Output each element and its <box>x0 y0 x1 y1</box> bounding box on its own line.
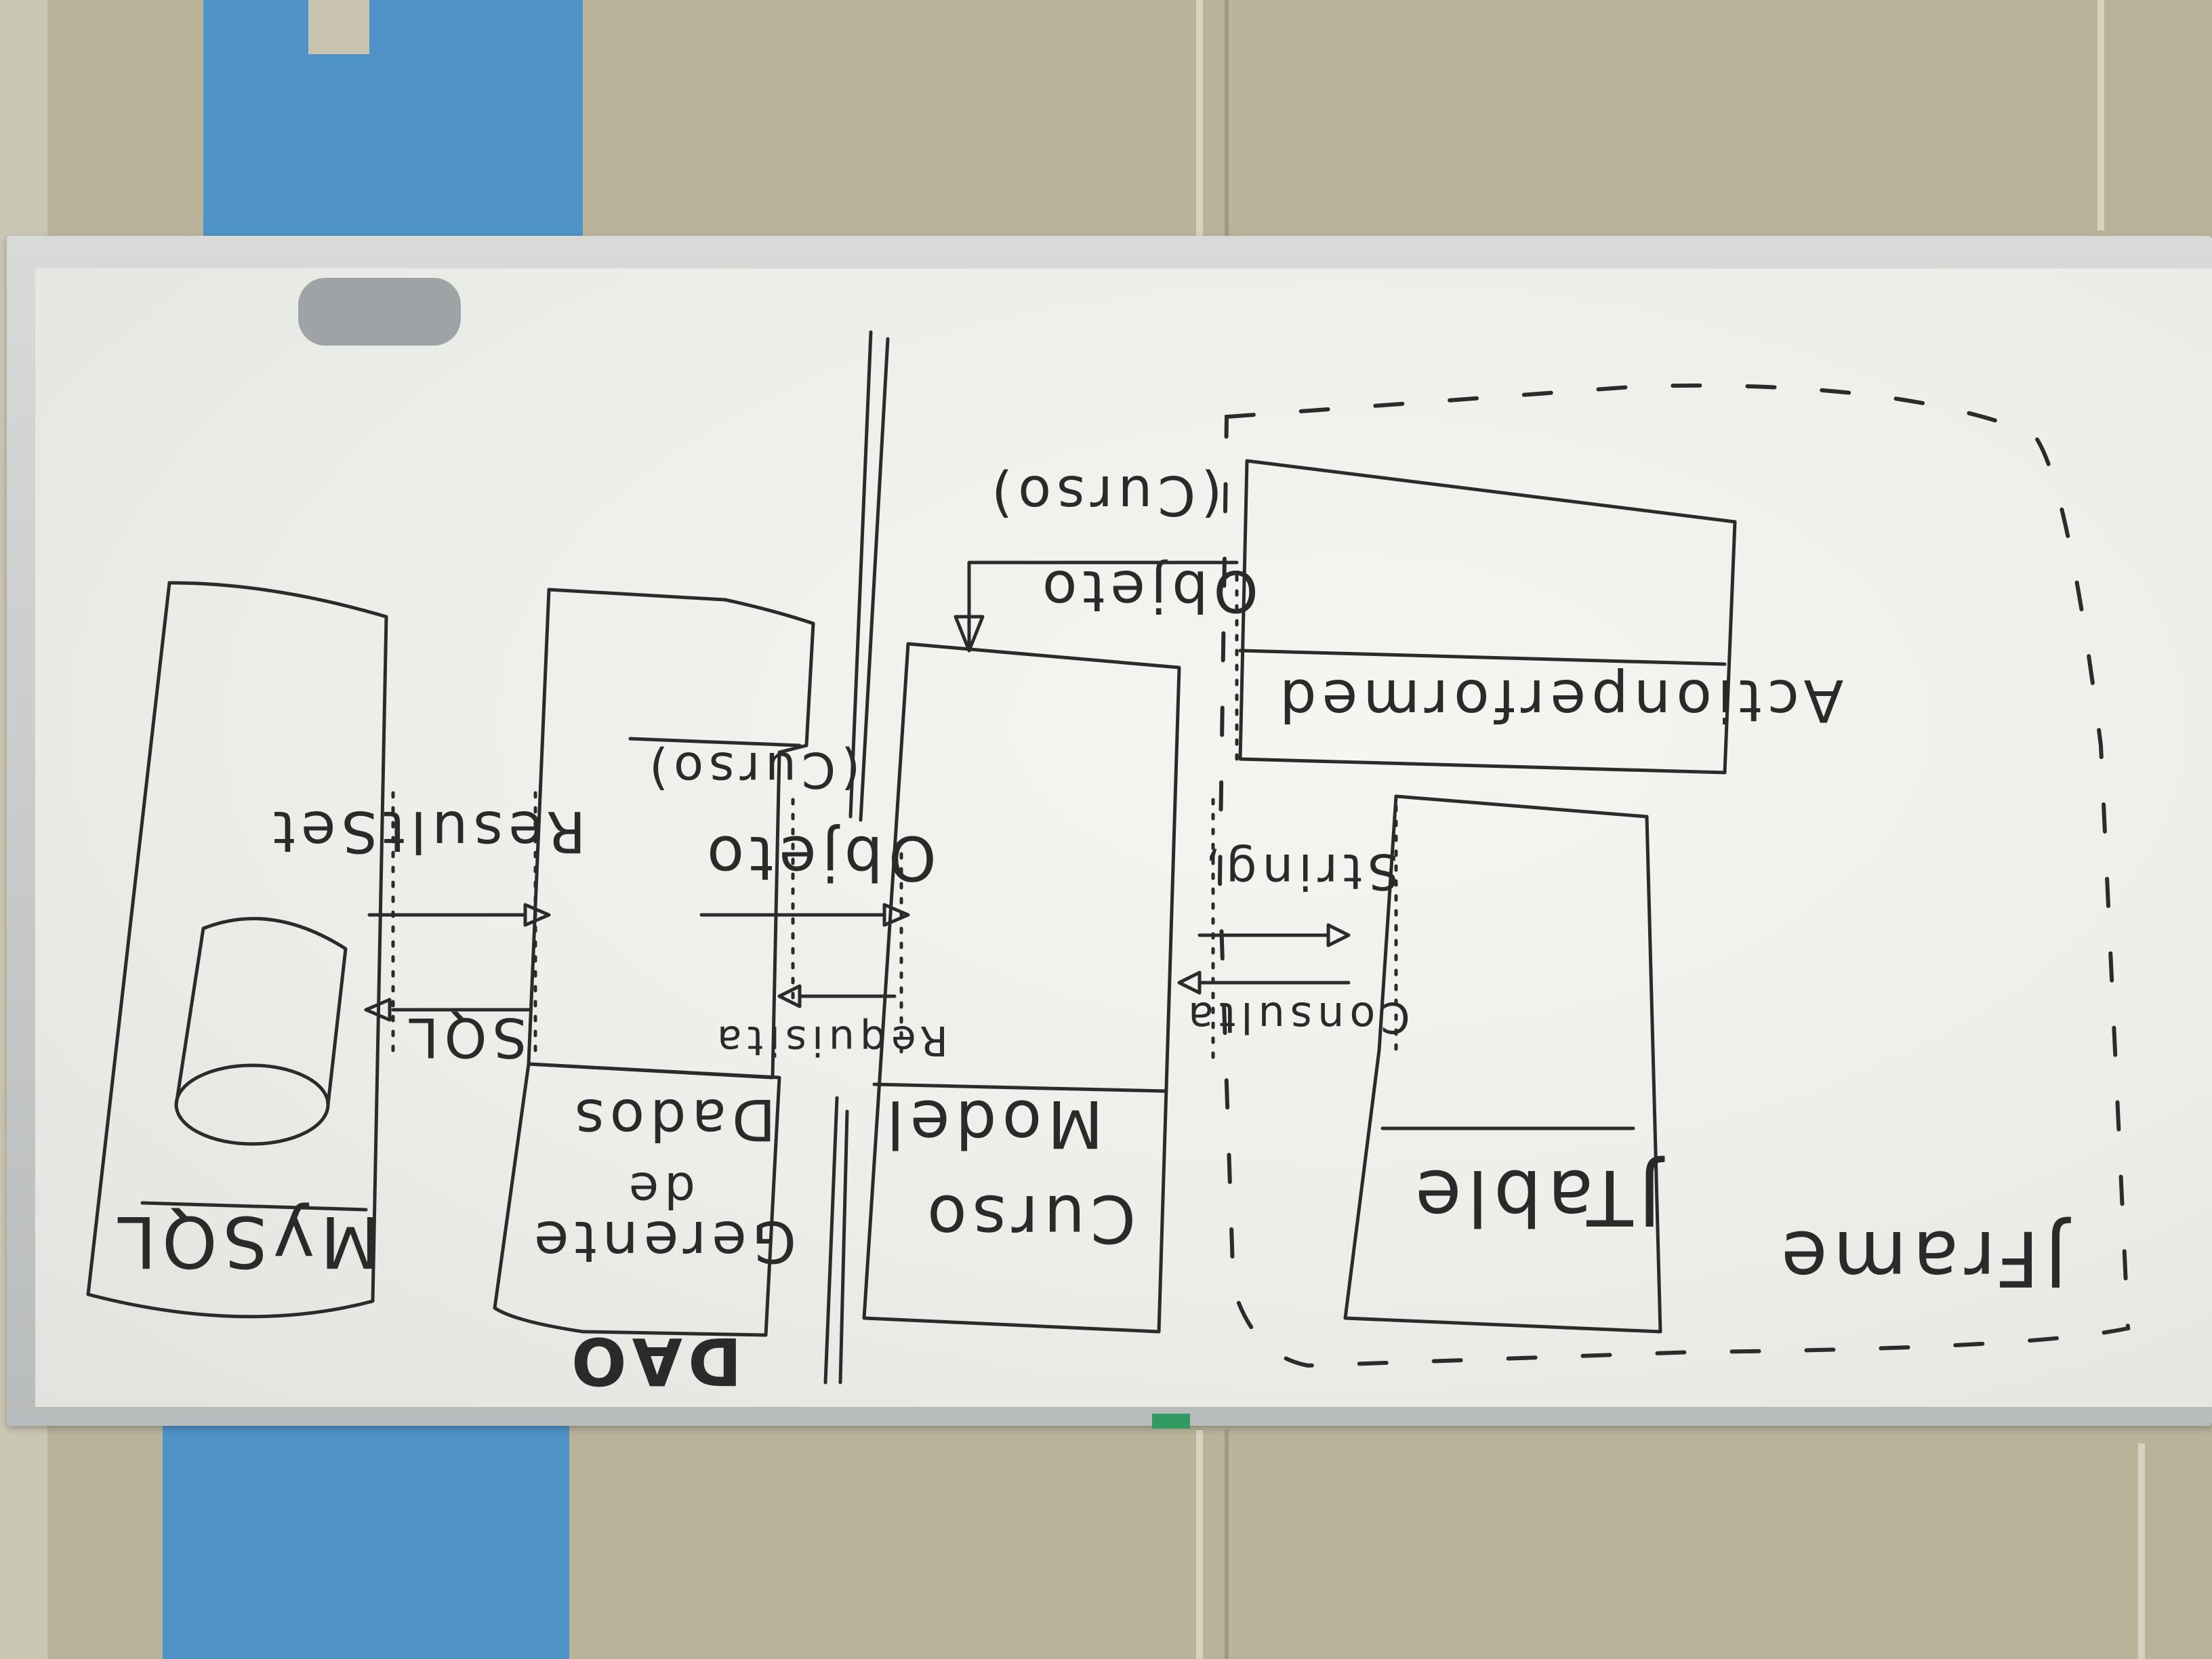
layer-separator <box>823 330 890 1385</box>
dao-box <box>527 588 815 1080</box>
database-cylinder-icon <box>174 916 348 1146</box>
dao-divider <box>628 737 802 747</box>
curso-model-divider <box>872 1082 1168 1093</box>
jframe-container <box>1217 383 2131 1368</box>
label-resultset: ResultSet <box>268 798 586 865</box>
label-mysql: MySQL <box>112 1200 382 1283</box>
mysql-box <box>86 581 388 1319</box>
label-jtable: JTable <box>1410 1153 1661 1241</box>
arrow-string <box>1197 923 1351 947</box>
connection-lines <box>391 574 1398 1059</box>
gerente-box <box>493 1062 781 1337</box>
jtable-box <box>1343 794 1662 1334</box>
mysql-box-divider <box>140 1201 368 1212</box>
label-objeto-1: Objeto <box>701 822 937 893</box>
label-gerente: Gerente <box>529 1208 796 1275</box>
eraser <box>298 278 461 346</box>
arrow-resultset <box>367 903 551 927</box>
label-de: de <box>623 1162 695 1218</box>
label-actionperformed: Actionperformed <box>1274 666 1844 734</box>
label-requisita: Requisita <box>712 1017 948 1064</box>
label-curso-model-2: Model <box>881 1086 1104 1162</box>
actionperformed-box <box>1238 459 1737 775</box>
arrow-sql <box>364 998 531 1022</box>
label-curso-2: (Curso) <box>986 464 1223 527</box>
label-string: String, <box>1200 843 1399 900</box>
label-dados: Dados <box>569 1086 776 1153</box>
arrow-requisita <box>777 984 897 1008</box>
label-objeto-2: Objeto <box>1037 558 1258 624</box>
label-dao: DAO <box>566 1323 742 1399</box>
label-consulta: Consulta <box>1183 993 1410 1042</box>
actionperformed-divider <box>1238 649 1727 666</box>
label-curso-1: (Curso) <box>644 741 861 798</box>
marker-tray-stub <box>1152 1414 1190 1429</box>
arrow-objeto-curso <box>699 903 910 927</box>
arrow-objeto-actionperformed <box>954 560 1239 653</box>
label-curso-model-1: Curso <box>922 1181 1136 1256</box>
label-sql: SQL <box>403 1006 527 1069</box>
arrow-consulta <box>1177 970 1351 995</box>
curso-model-box <box>862 642 1181 1334</box>
label-jframe: JFrame <box>1776 1214 2067 1302</box>
whiteboard-surface <box>35 268 2212 1407</box>
